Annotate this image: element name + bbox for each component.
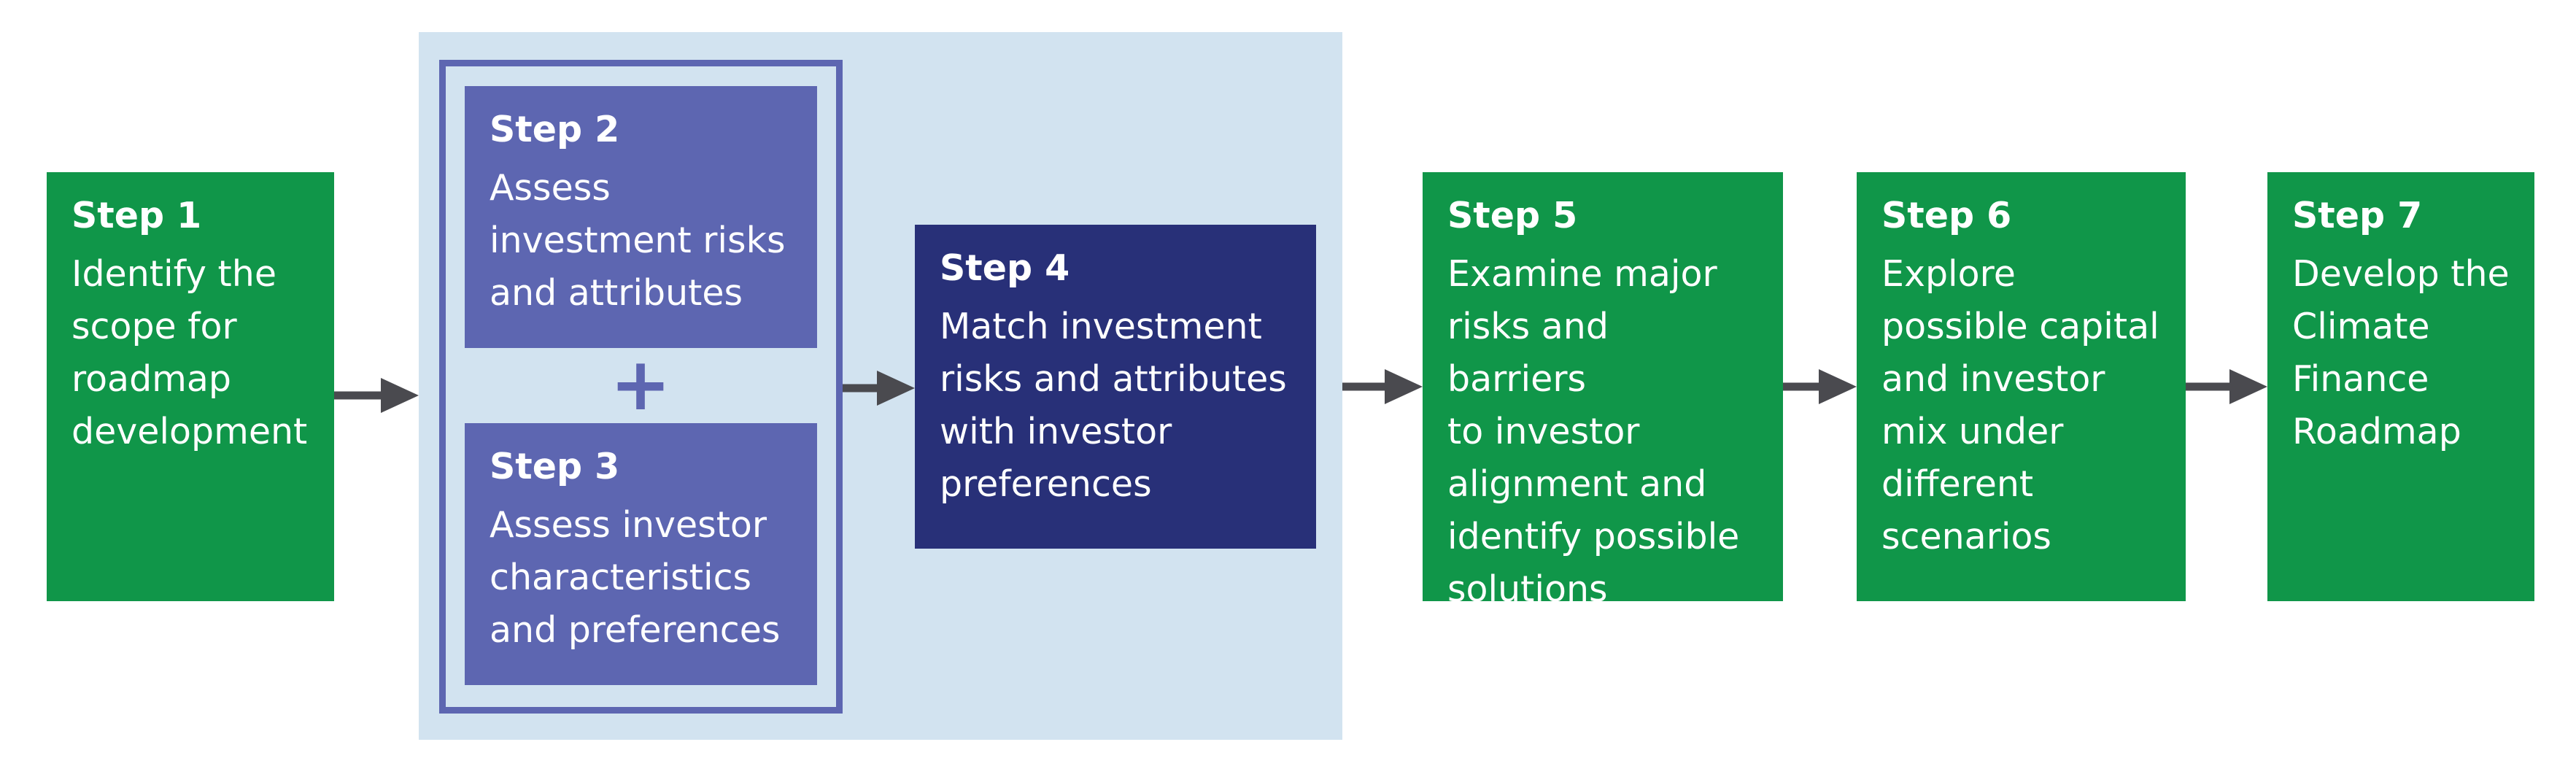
arrow-group-to-step4 bbox=[843, 371, 915, 406]
step-5-description: Examine major risks and barriers to inve… bbox=[1447, 253, 1740, 601]
step-1-description: Identify the scope for roadmap developme… bbox=[71, 253, 308, 452]
arrow-step5-to-step6 bbox=[1783, 369, 1857, 404]
step-7-title: Step 7 bbox=[2292, 195, 2423, 236]
step-1-box: Step 1 Identify the scope for roadmap de… bbox=[47, 172, 334, 601]
step-5-box: Step 5 Examine major risks and barriers … bbox=[1423, 172, 1783, 601]
step-2-box: Step 2 Assess investment risks and attri… bbox=[465, 86, 817, 348]
step-3-description: Assess investor characteristics and pref… bbox=[490, 504, 781, 651]
step-4-description: Match investment risks and attributes wi… bbox=[940, 306, 1287, 505]
arrow-step4-to-step5 bbox=[1342, 369, 1423, 404]
arrow-step6-to-step7 bbox=[2186, 369, 2267, 404]
step-7-box: Step 7 Develop the Climate Finance Roadm… bbox=[2267, 172, 2534, 601]
step-3-box: Step 3 Assess investor characteristics a… bbox=[465, 423, 817, 685]
steps-2-3-frame bbox=[439, 60, 843, 714]
step-6-title: Step 6 bbox=[1881, 195, 2012, 236]
arrow-step1-to-group bbox=[334, 378, 419, 413]
step-3-title: Step 3 bbox=[490, 446, 620, 487]
step-5-title: Step 5 bbox=[1447, 195, 1578, 236]
step-1-title: Step 1 bbox=[71, 195, 202, 236]
step-2-description: Assess investment risks and attributes bbox=[490, 167, 786, 314]
step-4-title: Step 4 bbox=[940, 247, 1070, 289]
step-2-title: Step 2 bbox=[490, 109, 620, 150]
step-7-description: Develop the Climate Finance Roadmap bbox=[2292, 253, 2510, 452]
step-6-description: Explore possible capital and investor mi… bbox=[1881, 253, 2159, 557]
step-4-box: Step 4 Match investment risks and attrib… bbox=[915, 225, 1316, 549]
step-6-box: Step 6 Explore possible capital and inve… bbox=[1857, 172, 2186, 601]
plus-icon: + bbox=[610, 341, 671, 427]
